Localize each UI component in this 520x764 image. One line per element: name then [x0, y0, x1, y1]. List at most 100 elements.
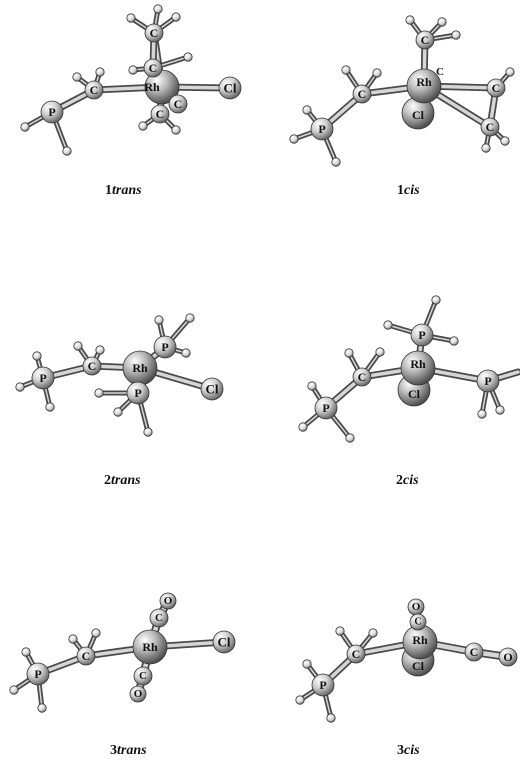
atom-label: O [134, 688, 143, 700]
hydrogen-atom [495, 405, 505, 415]
atom-label: P [484, 374, 491, 388]
caption-2trans: 2trans [104, 473, 141, 489]
caption-isomer: cis [403, 473, 419, 488]
hydrogen-atom [302, 659, 312, 669]
atom-label: Cl [412, 659, 425, 673]
hydrogen-atom [326, 713, 336, 723]
carbon-atom [168, 94, 188, 114]
phosphorus-atom [314, 396, 338, 420]
atom-label: Rh [132, 361, 148, 375]
atom-label: P [134, 386, 141, 400]
atom-label: O [164, 595, 173, 607]
hydrogen-atom [113, 407, 123, 417]
hydrogen-atom [20, 122, 30, 132]
caption-isomer: trans [111, 473, 141, 488]
caption-3cis: 3cis [397, 743, 420, 759]
hydrogen-atom [451, 30, 461, 40]
atom-label: Rh [410, 357, 426, 371]
chlorine-atom [212, 630, 236, 654]
hydrogen-atom [431, 295, 441, 305]
hydrogen-atom [37, 703, 47, 713]
carbon-atom [415, 30, 435, 50]
atom-label: C [436, 66, 444, 78]
hydrogen-atom [181, 348, 191, 358]
atom-label: Cl [412, 108, 425, 122]
carbon-atom [133, 666, 153, 686]
atom-label: C [486, 120, 495, 134]
caption-isomer: trans [112, 183, 142, 198]
hydrogen-atom [62, 146, 72, 156]
carbon-atom [352, 84, 372, 104]
atom-label: C [139, 670, 147, 682]
rhodium-atom [132, 629, 168, 665]
hydrogen-atom [126, 13, 136, 23]
atom-label: C [90, 83, 99, 97]
hydrogen-atom [289, 134, 299, 144]
hydrogen-atom [154, 315, 164, 325]
atom-label: P [318, 122, 325, 136]
atom-label: Cl [206, 382, 219, 397]
caption-number: 2 [104, 473, 111, 488]
hydrogen-atom [437, 17, 447, 27]
caption-1cis: 1cis [397, 183, 420, 199]
hydrogen-atom [375, 347, 385, 357]
phosphorus-atom [40, 100, 64, 124]
hydrogen-atom [372, 68, 382, 78]
atom-label: O [503, 650, 512, 664]
oxygen-atom [498, 647, 518, 667]
hydrogen-atom [21, 647, 31, 657]
hydrogen-atom [171, 12, 181, 22]
caption-isomer: cis [404, 183, 420, 198]
carbon-atom [82, 356, 102, 376]
carbon-atom [144, 23, 164, 43]
atom-label: Rh [142, 640, 158, 654]
hydrogen-atom [295, 695, 305, 705]
oxygen-atom [129, 685, 147, 703]
rhodium-atom [400, 350, 436, 386]
hydrogen-atom [449, 336, 459, 346]
atom-label: P [34, 667, 41, 681]
atom-label: P [322, 401, 329, 415]
phosphorus-atom [476, 369, 500, 393]
hydrogen-atom [153, 4, 163, 14]
caption-number: 2 [396, 473, 403, 488]
atom-label: Cl [224, 81, 237, 96]
caption-isomer: cis [404, 743, 420, 758]
hydrogen-atom [335, 626, 345, 636]
atom-label: C [358, 87, 367, 101]
phosphorus-atom [26, 662, 50, 686]
atom-label: C [174, 97, 183, 111]
atom-label: P [319, 678, 326, 692]
chlorine-atom [200, 377, 224, 401]
carbon-atom [486, 78, 506, 98]
atom-label: P [48, 105, 55, 119]
chlorine-atom [218, 76, 242, 100]
hydrogen-atom [72, 72, 82, 82]
hydrogen-atom [9, 685, 19, 695]
atom-label: O [412, 601, 421, 613]
hydrogen-atom [345, 433, 355, 443]
hydrogen-atom [481, 143, 491, 153]
hydrogen-atom [405, 15, 415, 25]
atom-label: Cl [408, 387, 421, 401]
hydrogen-atom [341, 65, 351, 75]
carbon-atom [409, 613, 427, 631]
hydrogen-atom [185, 313, 195, 323]
hydrogen-atom [138, 121, 148, 131]
hydrogen-atom [128, 65, 138, 75]
atom-label: C [88, 359, 97, 373]
atom-label: C [470, 645, 479, 659]
caption-2cis: 2cis [396, 473, 419, 489]
atom-label: C [358, 370, 367, 384]
atom-label: C [150, 26, 159, 40]
hydrogen-atom [91, 628, 101, 638]
atom-label: P [39, 371, 46, 385]
hydrogen-atom [95, 67, 105, 77]
caption-3trans: 3trans [110, 743, 147, 759]
carbon-atom [143, 58, 163, 78]
